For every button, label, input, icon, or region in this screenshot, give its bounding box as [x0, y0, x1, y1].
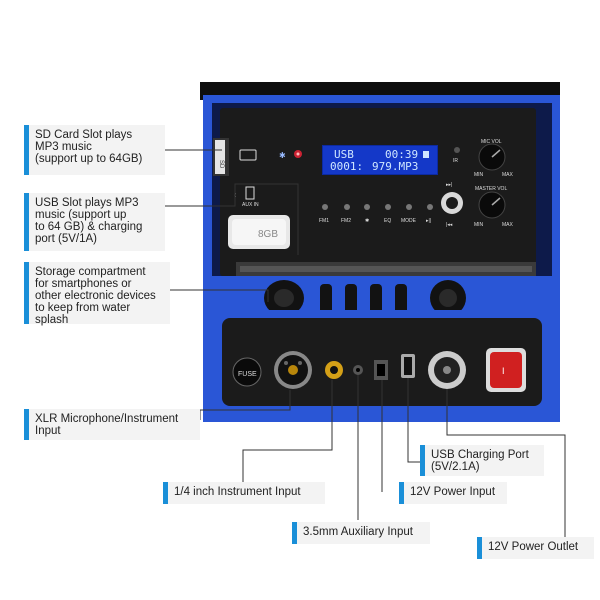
- callout-12v-power-input: 12V Power Input: [399, 482, 507, 504]
- callout-xlr-text: XLR Microphone/Instrument Input: [35, 413, 179, 437]
- fuse-holder: [232, 357, 262, 387]
- svg-text:MIC VOL: MIC VOL: [481, 139, 502, 145]
- callout-storage-text: Storage compartment for smartphones or o…: [35, 266, 156, 326]
- svg-text:✱: ✱: [279, 151, 286, 160]
- svg-text:EQ: EQ: [384, 218, 391, 224]
- svg-text:MIN: MIN: [474, 172, 484, 178]
- svg-text:8GB: 8GB: [258, 229, 278, 240]
- aux-jack-icon: [245, 186, 255, 200]
- svg-text:▸||: ▸||: [426, 218, 431, 224]
- svg-text:IR: IR: [453, 158, 458, 164]
- svg-text:FUSE: FUSE: [238, 371, 257, 378]
- lcd-line2-left: 0001:: [330, 160, 363, 173]
- svg-text:SD: SD: [218, 160, 224, 169]
- callout-quarter-inch-text: 1/4 inch Instrument Input: [174, 486, 301, 498]
- svg-text:▸▸|: ▸▸|: [446, 182, 452, 188]
- svg-text:MAX: MAX: [502, 222, 514, 228]
- callout-12v-power-input-text: 12V Power Input: [410, 486, 496, 498]
- svg-text:MIN: MIN: [474, 222, 484, 228]
- svg-text:FM2: FM2: [341, 218, 351, 224]
- lcd-line1-left: USB: [334, 148, 354, 161]
- svg-text:MASTER VOL: MASTER VOL: [475, 186, 507, 192]
- callout-xlr-input: XLR Microphone/Instrument Input: [24, 409, 200, 440]
- ir-sensor-icon: [454, 147, 460, 153]
- callout-aux-input: 3.5mm Auxiliary Input: [292, 522, 430, 544]
- sd-logo-icon: [239, 149, 257, 161]
- svg-text:|◂◂: |◂◂: [446, 222, 453, 228]
- callout-usb-charging-port: USB Charging Port (5V/2.1A): [420, 445, 544, 476]
- lcd-line2-right: 979.MP3: [372, 160, 418, 173]
- callout-12v-outlet-text: 12V Power Outlet: [488, 541, 579, 553]
- svg-text:FM1: FM1: [319, 218, 329, 224]
- callout-sd-card-slot: SD Card Slot plays MP3 music (support up…: [24, 125, 165, 175]
- svg-text:AUX IN: AUX IN: [242, 202, 259, 208]
- callout-quarter-inch-input: 1/4 inch Instrument Input: [163, 482, 325, 504]
- callout-storage-compartment: Storage compartment for smartphones or o…: [24, 262, 170, 326]
- svg-text:✱: ✱: [365, 218, 369, 224]
- svg-text:MODE: MODE: [401, 218, 417, 224]
- svg-text:I: I: [502, 366, 505, 376]
- callout-sd-text: SD Card Slot plays MP3 music (support up…: [35, 129, 143, 165]
- lcd-line1-right: 00:39: [385, 148, 418, 161]
- callout-usb-slot: USB Slot plays MP3 music (support up to …: [24, 193, 165, 251]
- svg-text:MAX: MAX: [502, 172, 514, 178]
- mode-buttons: [322, 204, 433, 210]
- callout-usb-charging-text: USB Charging Port (5V/2.1A): [431, 449, 529, 473]
- callout-aux-text: 3.5mm Auxiliary Input: [303, 526, 413, 538]
- callout-12v-power-outlet: 12V Power Outlet: [477, 537, 594, 559]
- callout-usb-text: USB Slot plays MP3 music (support up to …: [35, 197, 143, 245]
